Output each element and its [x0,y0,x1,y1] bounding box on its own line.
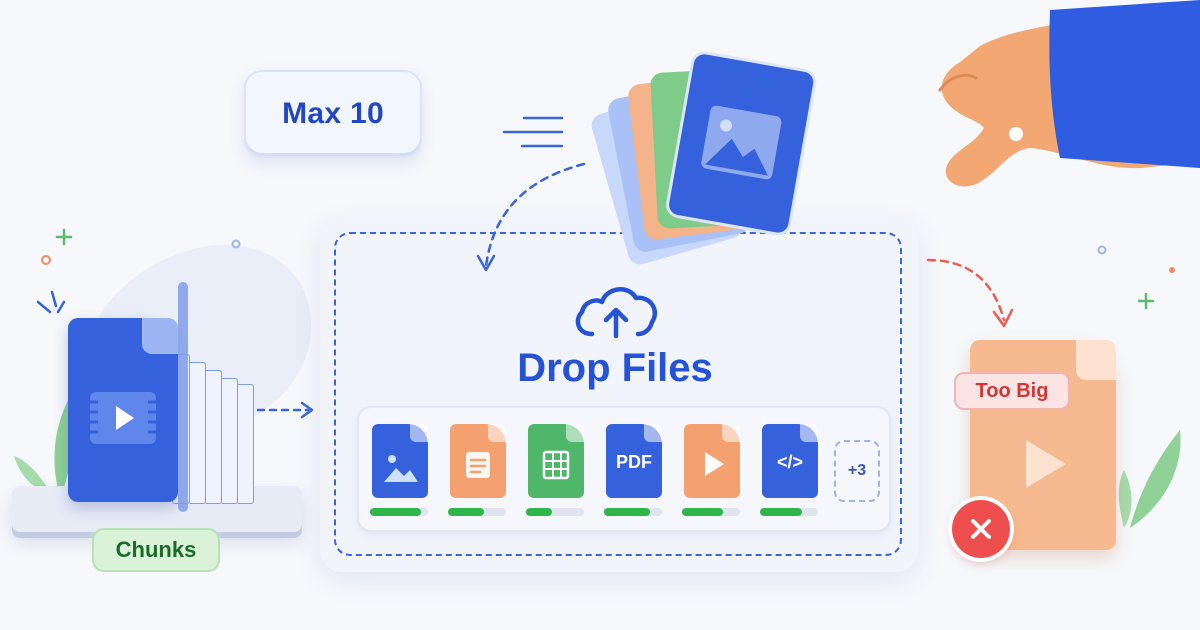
max-files-badge: Max 10 [244,70,422,158]
more-files-count[interactable]: +3 [834,440,880,502]
image-icon [384,455,418,482]
more-files-label: +3 [847,462,867,479]
file-item-pdf[interactable]: PDF [600,420,662,530]
chunk-block [220,378,238,504]
motion-lines [502,116,564,148]
document-file-icon [450,424,506,498]
pdf-label: PDF [616,452,652,472]
video-icon [90,392,156,444]
upload-progress-fill [526,508,553,516]
code-file-icon: </> [762,424,818,498]
upload-progress-bar [604,508,662,516]
close-icon [971,519,991,539]
file-item-document[interactable] [444,420,506,530]
upload-progress-fill [370,508,422,516]
drop-arrow [476,162,586,272]
upload-progress-bar [448,508,506,516]
file-item-image[interactable] [366,420,428,530]
cloud-upload-icon [575,287,658,339]
chunks-badge: Chunks [92,528,220,572]
reject-arrow [926,258,1014,328]
chunk-block [236,384,254,504]
chunks-label: Chunks [115,537,197,562]
upload-progress-bar [682,508,740,516]
upload-progress-bar [526,508,584,516]
chunk-block [204,370,222,504]
video-file-source [68,318,178,502]
error-icon [952,500,1010,558]
dot-decoration [231,239,241,249]
upload-progress-fill [604,508,651,516]
upload-progress-fill [760,508,802,516]
image-file-icon [372,424,428,498]
chunks-arrow [256,401,314,419]
hand-holding-files [591,0,1200,265]
spreadsheet-file-icon [528,424,584,498]
file-item-spreadsheet[interactable] [522,420,584,530]
file-card-stack [591,51,817,265]
drop-zone-border [334,232,902,556]
max-files-label: Max 10 [282,97,384,130]
spreadsheet-icon [542,450,570,480]
pdf-file-icon: PDF [606,424,662,498]
upload-progress-bar [760,508,818,516]
sparkle-decoration-right [1097,245,1175,310]
sparkle-decoration-left [36,228,73,314]
file-item-code[interactable]: </> [756,420,818,530]
leaf-decoration-right [1118,430,1181,528]
code-label: </> [776,452,804,472]
file-item-video[interactable] [678,420,740,530]
play-icon [1026,440,1066,488]
chunk-block [188,362,206,504]
document-icon [466,452,490,478]
too-big-label: Too Big [975,379,1049,402]
slice-line [178,282,188,512]
play-icon [705,452,724,476]
upload-progress-fill [448,508,484,516]
upload-progress-bar [370,508,428,516]
too-big-badge: Too Big [954,372,1070,410]
drop-files-title: Drop Files [517,346,713,390]
upload-progress-fill [682,508,723,516]
video-file-icon [684,424,740,498]
